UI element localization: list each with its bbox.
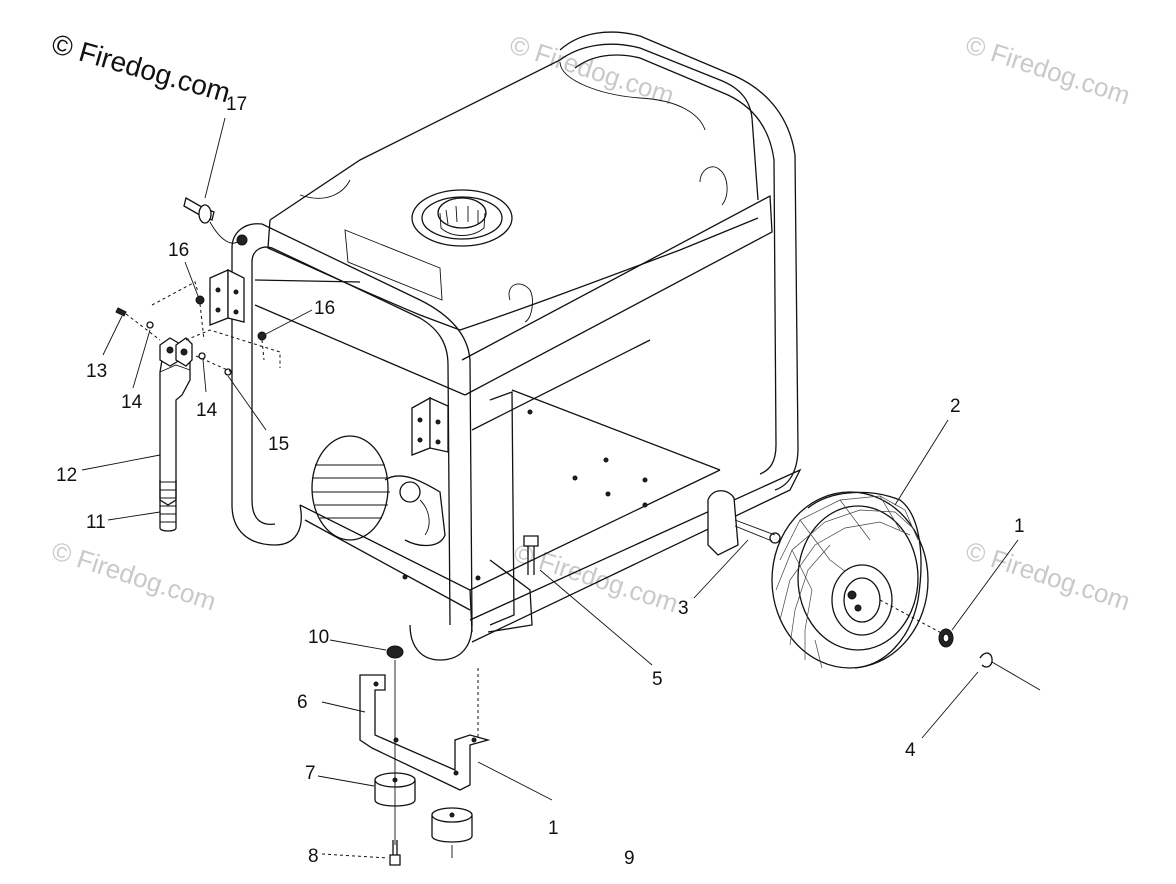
watermark-main: © Firedog.com bbox=[48, 28, 233, 109]
wheel bbox=[771, 491, 929, 669]
callout-3: 3 bbox=[678, 598, 689, 619]
fuel-tank bbox=[267, 43, 759, 331]
callout-12: 12 bbox=[56, 465, 77, 486]
callout-11: 11 bbox=[86, 512, 106, 533]
callout-4: 4 bbox=[905, 740, 916, 761]
callout-16a: 16 bbox=[168, 240, 189, 261]
handle-brackets bbox=[209, 268, 449, 456]
callout-10: 10 bbox=[308, 627, 329, 648]
callout-15: 15 bbox=[268, 434, 289, 455]
pin-lanyard bbox=[183, 197, 248, 246]
leader-lines bbox=[81, 117, 1019, 859]
callout-7: 7 bbox=[305, 763, 316, 784]
bolt-5 bbox=[523, 535, 539, 575]
callout-1: 1 bbox=[1014, 516, 1025, 537]
wheel-tread bbox=[775, 495, 919, 669]
callout-labels: 17 16 16 13 14 14 15 12 11 2 1 3 5 4 10 … bbox=[56, 94, 1025, 869]
engine bbox=[311, 435, 446, 547]
callout-1b: 1 bbox=[548, 818, 559, 839]
callout-6: 6 bbox=[297, 692, 308, 713]
callout-14a: 14 bbox=[121, 392, 143, 413]
callout-14b: 14 bbox=[196, 400, 218, 421]
wheel-hardware bbox=[938, 628, 1041, 691]
nuts-16 bbox=[195, 295, 267, 361]
watermark: © Firedog.com bbox=[962, 535, 1134, 616]
callout-16b: 16 bbox=[314, 298, 335, 319]
callout-5: 5 bbox=[652, 669, 663, 690]
callout-9: 9 bbox=[624, 848, 635, 869]
watermark: © Firedog.com bbox=[48, 535, 220, 616]
tubular-frame bbox=[231, 31, 802, 661]
callout-8: 8 bbox=[308, 846, 319, 867]
watermark: © Firedog.com bbox=[962, 29, 1134, 110]
leg-bracket-assembly bbox=[359, 645, 491, 866]
callout-17: 17 bbox=[226, 94, 247, 115]
callout-2: 2 bbox=[950, 396, 961, 417]
watermark: © Firedog.com bbox=[510, 537, 682, 618]
axle bbox=[707, 490, 946, 636]
handle-assembly bbox=[115, 281, 281, 532]
callout-13: 13 bbox=[86, 361, 107, 382]
